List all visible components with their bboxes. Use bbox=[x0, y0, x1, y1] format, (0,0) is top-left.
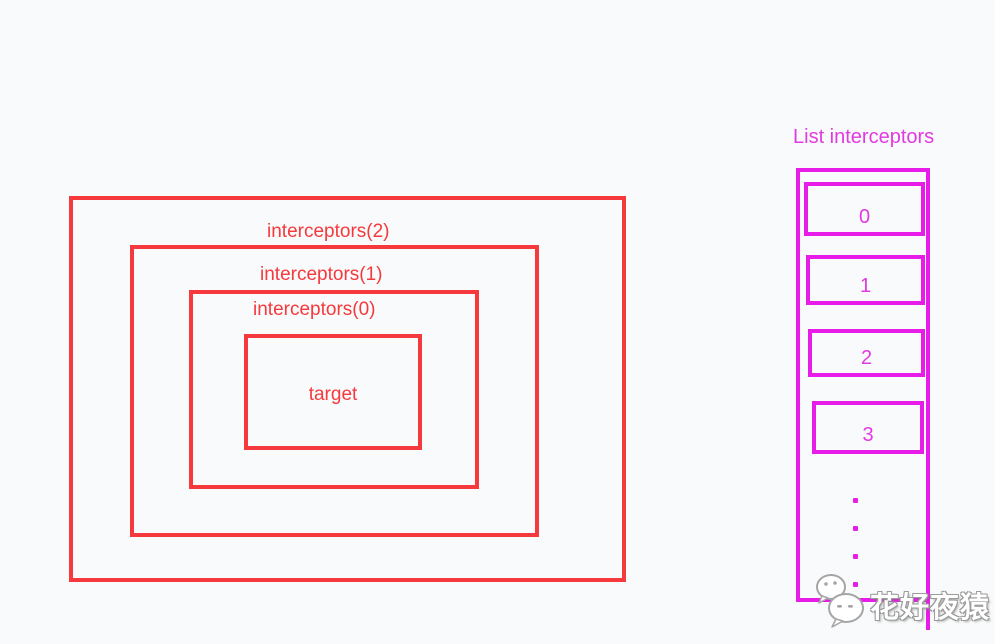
list-container-box bbox=[796, 168, 930, 602]
ellipsis-dot: . bbox=[853, 582, 858, 587]
list-interceptors-title: List interceptors bbox=[793, 126, 935, 148]
interceptor-layer-2-label: interceptors(2) bbox=[267, 221, 390, 242]
target-box bbox=[244, 334, 422, 450]
ellipsis-dot: . bbox=[853, 554, 858, 559]
list-item-2: 2 bbox=[808, 329, 925, 377]
ellipsis-dot: . bbox=[853, 526, 858, 531]
interceptor-layer-2-box bbox=[69, 196, 626, 582]
list-border-overshoot bbox=[926, 600, 930, 630]
target-label: target bbox=[308, 384, 358, 405]
watermark: 花好夜猿 bbox=[814, 572, 990, 630]
list-item-3: 3 bbox=[812, 401, 924, 454]
watermark-text: 花好夜猿 bbox=[870, 592, 991, 624]
list-item-0: 0 bbox=[804, 182, 925, 236]
interceptor-layer-0-box bbox=[189, 290, 479, 489]
interceptor-layer-0-label: interceptors(0) bbox=[253, 299, 376, 320]
interceptor-layer-1-label: interceptors(1) bbox=[260, 264, 383, 285]
list-item-1: 1 bbox=[806, 255, 925, 305]
wechat-logo-icon bbox=[816, 574, 864, 628]
interceptor-layer-1-box bbox=[130, 245, 539, 537]
ellipsis-dot: . bbox=[853, 498, 858, 503]
